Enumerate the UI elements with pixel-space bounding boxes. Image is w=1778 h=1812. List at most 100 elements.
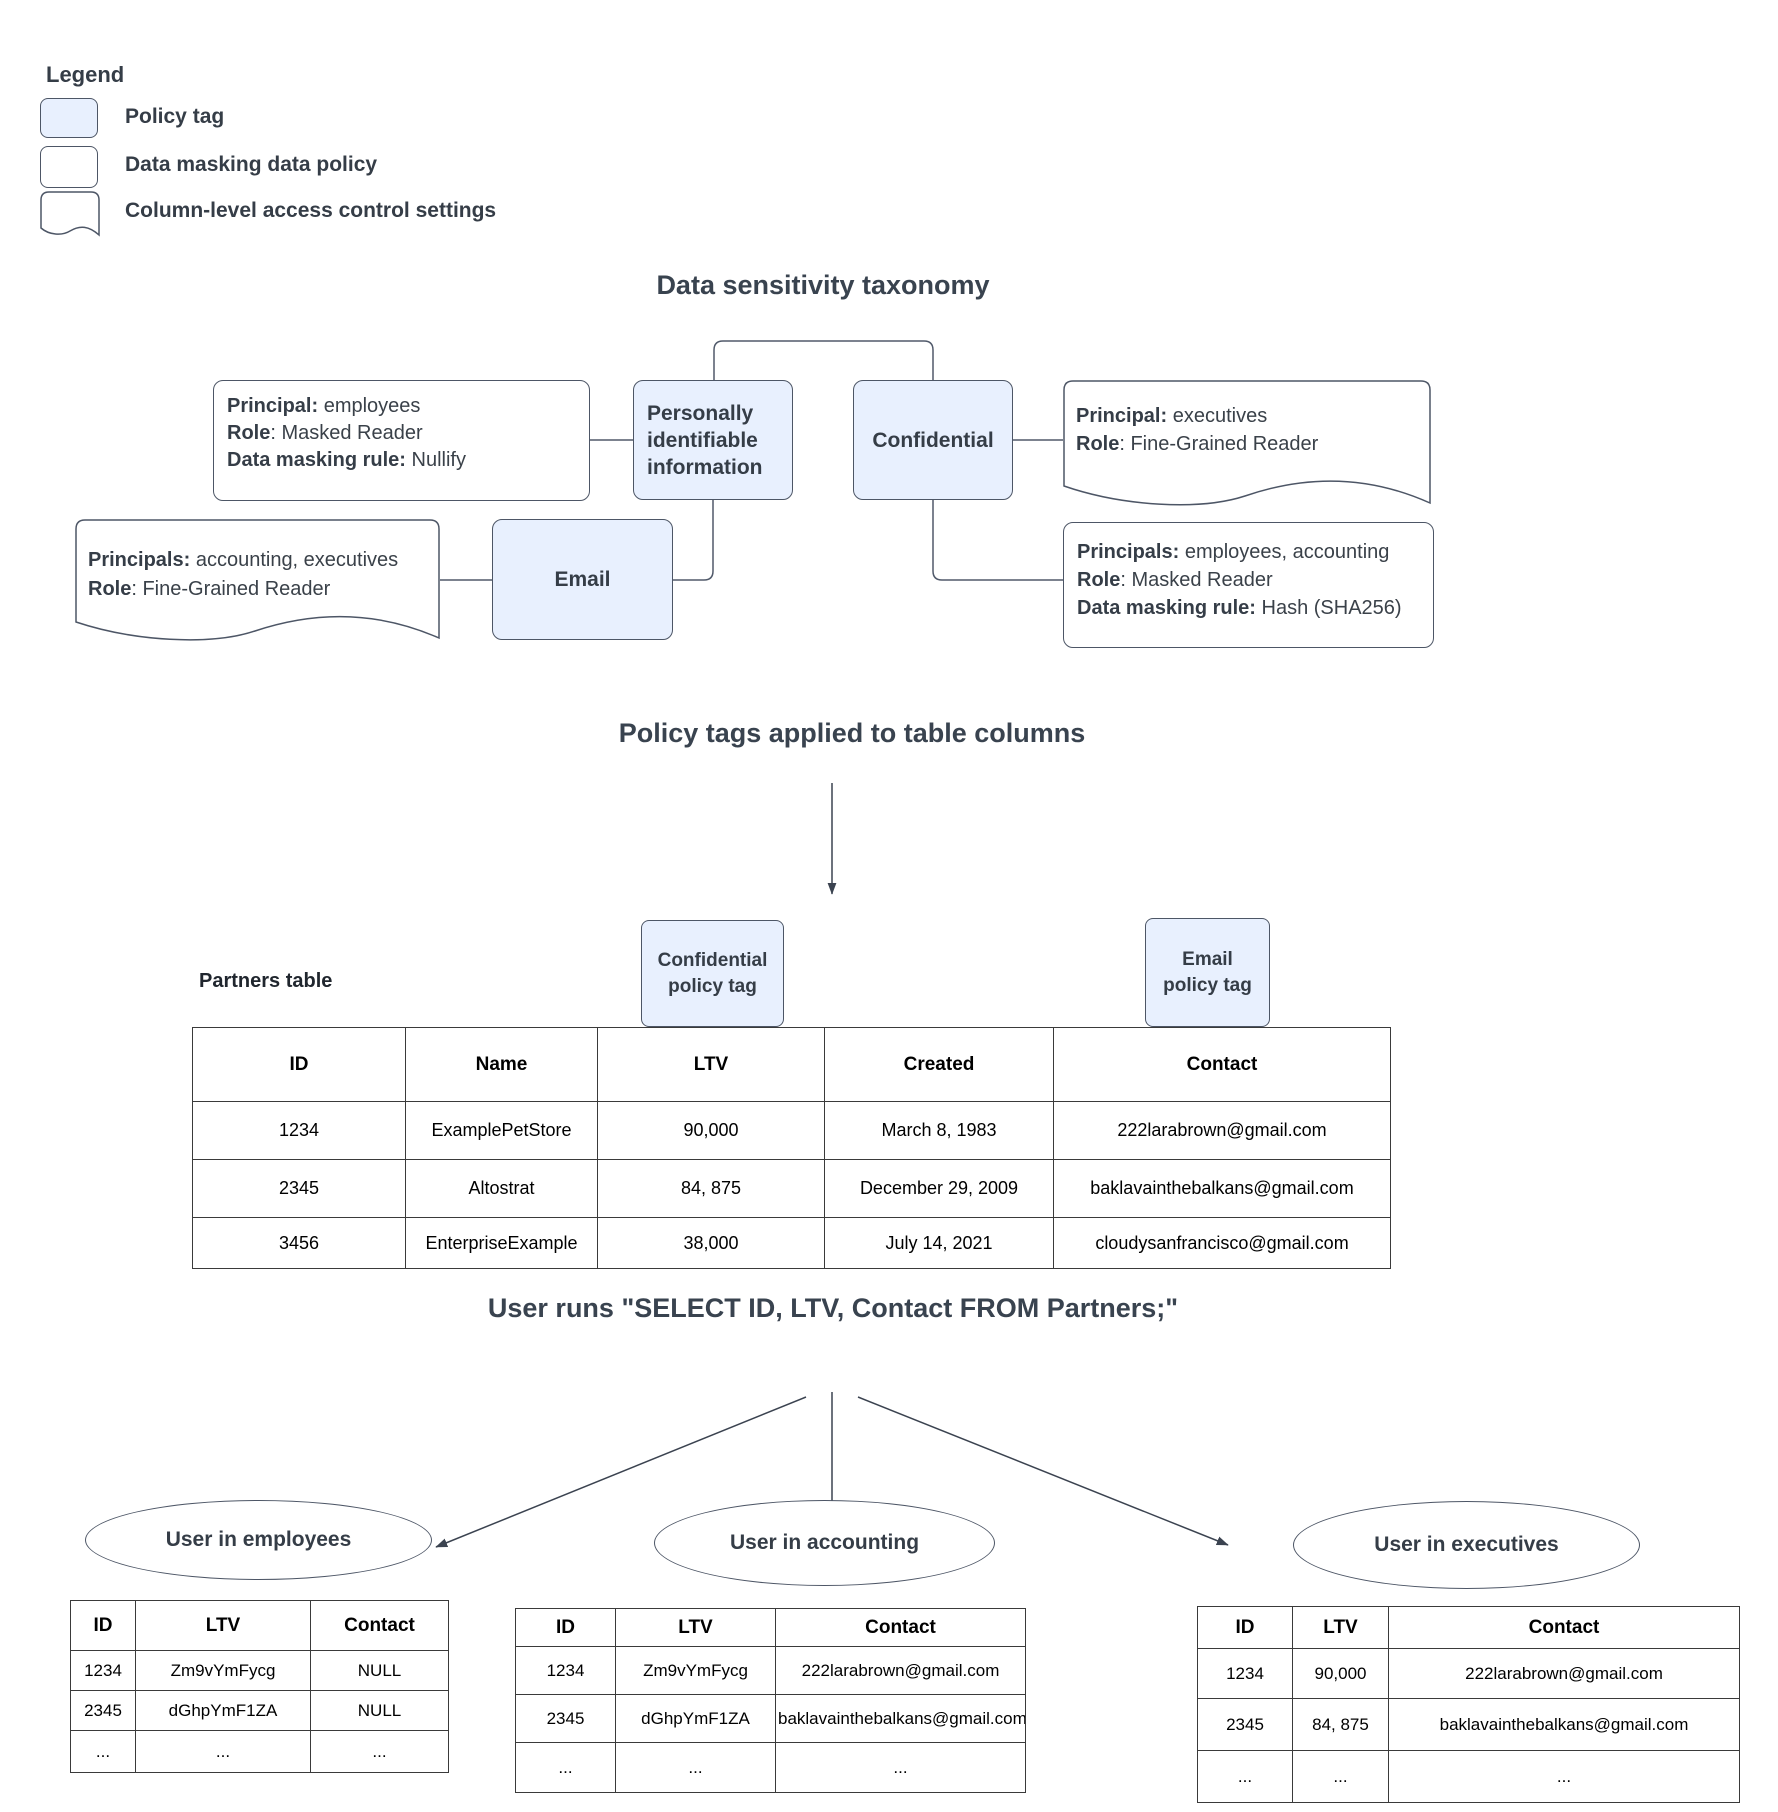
- policy-value: : Masked Reader: [270, 422, 423, 444]
- cell: 2345: [515, 1694, 616, 1743]
- cell: 38,000: [597, 1217, 825, 1269]
- cell: ...: [1197, 1750, 1293, 1803]
- employees-result-table: ID LTV Contact 1234 Zm9vYmFycg NULL 2345…: [70, 1600, 449, 1773]
- table-header-row: ID LTV Contact: [1197, 1606, 1740, 1649]
- table-header-row: ID LTV Contact: [515, 1608, 1026, 1647]
- col-header-ltv: LTV: [615, 1608, 776, 1647]
- cell: July 14, 2021: [824, 1217, 1054, 1269]
- executives-acl-text: Principal: executives Role: Fine-Grained…: [1076, 402, 1318, 458]
- user-accounting-oval: User in accounting: [654, 1500, 995, 1586]
- accounting-acl-text: Principals: accounting, executives Role:…: [88, 546, 398, 604]
- col-header-id: ID: [1197, 1606, 1293, 1649]
- table-header-row: ID Name LTV Created Contact: [192, 1027, 1391, 1102]
- table-row: ... ... ...: [515, 1742, 1026, 1793]
- table-row: 2345 dGhpYmF1ZA baklavainthebalkans@gmai…: [515, 1694, 1026, 1743]
- table-row: 2345 Altostrat 84, 875 December 29, 2009…: [192, 1159, 1391, 1218]
- table-row: 1234 ExamplePetStore 90,000 March 8, 198…: [192, 1101, 1391, 1160]
- policy-key: Data masking rule:: [227, 449, 406, 471]
- policy-key: Principals:: [88, 549, 191, 571]
- cell: Zm9vYmFycg: [135, 1650, 311, 1691]
- data-policy-swatch-icon: [40, 146, 98, 188]
- cell: 1234: [1197, 1648, 1293, 1699]
- cell: Altostrat: [405, 1159, 598, 1218]
- policy-value: executives: [1167, 405, 1268, 427]
- policy-tag-swatch-icon: [40, 98, 98, 138]
- cell: dGhpYmF1ZA: [135, 1690, 311, 1731]
- cell: ...: [1292, 1750, 1389, 1803]
- cell: ...: [775, 1742, 1026, 1793]
- cell: EnterpriseExample: [405, 1217, 598, 1269]
- table-row: 1234 Zm9vYmFycg 222larabrown@gmail.com: [515, 1646, 1026, 1695]
- email-tag-callout: Email policy tag: [1145, 918, 1270, 1027]
- cell: baklavainthebalkans@gmail.com: [775, 1694, 1026, 1743]
- cell: cloudysanfrancisco@gmail.com: [1053, 1217, 1391, 1269]
- col-header-created: Created: [824, 1027, 1054, 1102]
- table-row: 2345 dGhpYmF1ZA NULL: [70, 1690, 449, 1731]
- col-header-id: ID: [192, 1027, 406, 1102]
- tag-line: policy tag: [1163, 974, 1252, 996]
- tag-line: Email: [1182, 948, 1233, 970]
- hash-policy-connector: [932, 500, 1063, 581]
- policy-key: Principal:: [1076, 405, 1168, 427]
- policy-value: accounting, executives: [190, 549, 399, 571]
- col-header-contact: Contact: [775, 1608, 1026, 1647]
- cell: ...: [515, 1742, 616, 1793]
- col-header-name: Name: [405, 1027, 598, 1102]
- applied-section-title: Policy tags applied to table columns: [618, 718, 1086, 748]
- table-row: 1234 90,000 222larabrown@gmail.com: [1197, 1648, 1740, 1699]
- cell: NULL: [310, 1690, 449, 1731]
- cell: December 29, 2009: [824, 1159, 1054, 1218]
- cell: 84, 875: [1292, 1698, 1389, 1751]
- policy-line: Role: Fine-Grained Reader: [1076, 430, 1318, 458]
- policy-key: Role: [1076, 433, 1120, 455]
- cell: 2345: [192, 1159, 406, 1218]
- policy-value: Nullify: [405, 449, 466, 471]
- col-header-ltv: LTV: [597, 1027, 825, 1102]
- taxonomy-title: Data sensitivity taxonomy: [656, 270, 990, 300]
- table-header-row: ID LTV Contact: [70, 1600, 449, 1651]
- policy-key: Role: [88, 578, 132, 600]
- cell: baklavainthebalkans@gmail.com: [1053, 1159, 1391, 1218]
- pii-policy-tag-node: Personally identifiable information: [633, 380, 793, 500]
- query-section-title: User runs "SELECT ID, LTV, Contact FROM …: [487, 1293, 1179, 1323]
- cell: ExamplePetStore: [405, 1101, 598, 1160]
- cell: ...: [615, 1742, 776, 1793]
- employees-masking-policy-box: Principal: employees Role: Masked Reader…: [213, 380, 590, 501]
- policy-line: Data masking rule: Nullify: [227, 447, 581, 474]
- col-header-ltv: LTV: [1292, 1606, 1389, 1649]
- pii-label: Personally identifiable information: [647, 401, 763, 479]
- cell: March 8, 1983: [824, 1101, 1054, 1160]
- table-row: 2345 84, 875 baklavainthebalkans@gmail.c…: [1197, 1698, 1740, 1751]
- cell: 2345: [1197, 1698, 1293, 1751]
- cell: 222larabrown@gmail.com: [775, 1646, 1026, 1695]
- col-header-ltv: LTV: [135, 1600, 311, 1651]
- user-executives-oval: User in executives: [1293, 1501, 1640, 1589]
- cell: ...: [70, 1730, 136, 1773]
- policy-key: Data masking rule:: [1077, 597, 1256, 619]
- access-control-swatch-icon: [40, 191, 100, 237]
- cell: 1234: [515, 1646, 616, 1695]
- accounting-result-table: ID LTV Contact 1234 Zm9vYmFycg 222larabr…: [515, 1608, 1026, 1793]
- policy-value: employees: [318, 395, 421, 417]
- table-row: ... ... ...: [1197, 1750, 1740, 1803]
- partners-table: ID Name LTV Created Contact 1234 Example…: [192, 1027, 1391, 1269]
- cell: baklavainthebalkans@gmail.com: [1388, 1698, 1740, 1751]
- col-header-contact: Contact: [1053, 1027, 1391, 1102]
- table-row: 1234 Zm9vYmFycg NULL: [70, 1650, 449, 1691]
- user-employees-oval: User in employees: [85, 1500, 432, 1580]
- partners-table-label: Partners table: [199, 970, 333, 992]
- pii-email-connector: [673, 500, 714, 581]
- legend-item-policy-tag: Policy tag: [125, 105, 225, 128]
- policy-value: : Fine-Grained Reader: [1119, 433, 1319, 455]
- table-row: ... ... ...: [70, 1730, 449, 1773]
- policy-key: Principals:: [1077, 541, 1180, 563]
- policy-key: Principal:: [227, 395, 319, 417]
- col-header-id: ID: [515, 1608, 616, 1647]
- policy-line: Role: Fine-Grained Reader: [88, 575, 398, 604]
- policy-value: Hash (SHA256): [1255, 597, 1402, 619]
- policy-key: Role: [1077, 569, 1121, 591]
- cell: 84, 875: [597, 1159, 825, 1218]
- cell: 222larabrown@gmail.com: [1053, 1101, 1391, 1160]
- policy-line: Data masking rule: Hash (SHA256): [1077, 594, 1425, 622]
